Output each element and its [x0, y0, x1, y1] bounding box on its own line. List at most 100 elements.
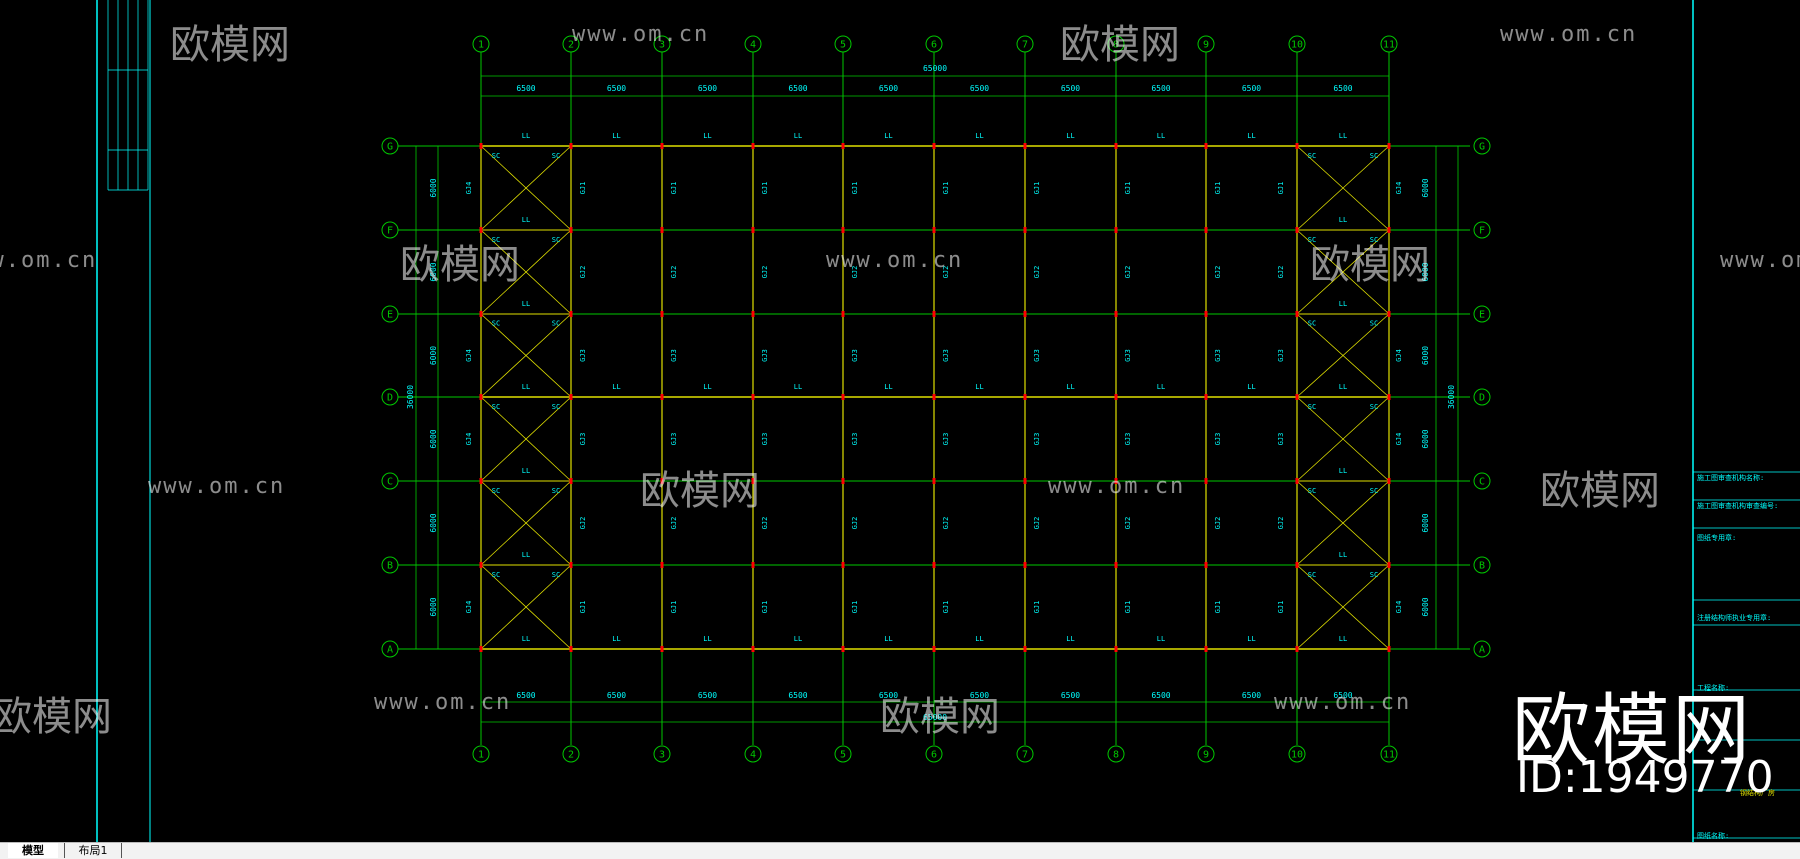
beam-label: LL	[522, 132, 530, 140]
bracing-diagonal	[1296, 229, 1390, 315]
rafter-label: GJ1	[1033, 601, 1041, 614]
steel-column-mark	[1204, 394, 1208, 400]
rafter-label: GJ2	[1033, 517, 1041, 530]
bracing-diagonal	[1296, 313, 1390, 398]
steel-column-mark	[751, 143, 755, 149]
steel-column-mark	[841, 562, 845, 568]
beam-label: LL	[1339, 635, 1347, 643]
end-column-label: GJ4	[1395, 349, 1403, 362]
rafter-label: GJ1	[761, 601, 769, 614]
beam-label: LL	[522, 216, 530, 224]
dimension-text: 6500	[1151, 691, 1170, 700]
beam-label: LL	[522, 383, 530, 391]
beam-label: LL	[1339, 300, 1347, 308]
beam-label: LL	[975, 132, 983, 140]
steel-column-mark	[660, 562, 664, 568]
beam-label: LL	[1339, 467, 1347, 475]
grid-bubble-column	[925, 35, 943, 53]
dimension-text: 6500	[607, 691, 626, 700]
dimension-text: 6000	[429, 346, 438, 365]
rafter-label: GJ2	[942, 517, 950, 530]
grid-bubble-label: 8	[1113, 750, 1119, 761]
grid-bubble-label: B	[387, 561, 393, 572]
grid-bubble-label: A	[1479, 645, 1485, 656]
steel-column-mark	[1387, 227, 1391, 233]
rafter-label: GJ1	[1124, 601, 1132, 614]
beam-label: LL	[522, 467, 530, 475]
rafter-label: GJ1	[1277, 182, 1285, 195]
steel-column-mark	[479, 311, 483, 317]
dimension-text: 6000	[1421, 178, 1430, 197]
bracing-label: SC	[552, 236, 560, 244]
title-block-note: 图纸名称:	[1697, 831, 1729, 840]
grid-bubble-label: 2	[568, 40, 574, 51]
tab-model[interactable]: 模型	[8, 843, 58, 858]
bracing-label: SC	[1370, 487, 1378, 495]
end-column-label: GJ4	[465, 349, 473, 362]
rafter-label: GJ3	[1214, 349, 1222, 362]
beam-label: LL	[1339, 551, 1347, 559]
rafter-label: GJ2	[761, 266, 769, 279]
rafter-label: GJ1	[1277, 601, 1285, 614]
bracing-diagonal	[480, 313, 572, 398]
tab-layout-1[interactable]: 布局1	[64, 843, 122, 858]
bracing-label: SC	[492, 320, 500, 328]
dimension-text-overall: 65000	[923, 713, 947, 722]
steel-column-mark	[751, 311, 755, 317]
grid-bubble-label: 9	[1203, 40, 1209, 51]
beam-label: LL	[1066, 383, 1074, 391]
rafter-label: GJ2	[761, 517, 769, 530]
watermark-brand-large: 欧模网	[1512, 686, 1753, 776]
rafter-label: GJ2	[1033, 266, 1041, 279]
grid-bubble-label: 6	[931, 40, 937, 51]
watermark-brand: 欧模网	[640, 468, 760, 514]
steel-column-mark	[660, 646, 664, 652]
end-column-label: GJ4	[465, 601, 473, 614]
rafter-label: GJ1	[851, 601, 859, 614]
grid-bubble-label: 10	[1291, 40, 1303, 51]
steel-column-mark	[1114, 143, 1118, 149]
rafter-label: GJ2	[1214, 266, 1222, 279]
grid-bubble-row	[1473, 388, 1491, 406]
grid-bubble-label: G	[1479, 142, 1485, 153]
rafter-label: GJ3	[942, 433, 950, 446]
bracing-label: SC	[1370, 403, 1378, 411]
grid-bubble-column	[1197, 35, 1215, 53]
dimension-text: 6500	[879, 84, 898, 93]
watermark-url: www.om.cn	[1048, 474, 1186, 499]
steel-column-mark	[932, 227, 936, 233]
grid-bubble-row	[1473, 640, 1491, 658]
steel-column-mark	[1114, 646, 1118, 652]
beam-label: LL	[794, 132, 802, 140]
steel-column-mark	[1023, 311, 1027, 317]
steel-column-mark	[751, 227, 755, 233]
bracing-diagonal	[480, 564, 572, 650]
rafter-label: GJ1	[1214, 601, 1222, 614]
dimension-text: 6500	[788, 84, 807, 93]
beam-label: LL	[975, 383, 983, 391]
grid-bubble-label: G	[387, 142, 393, 153]
beam-label: LL	[794, 635, 802, 643]
dimension-text: 6000	[1421, 262, 1430, 281]
steel-column-mark	[1114, 562, 1118, 568]
grid-bubble-column	[1288, 35, 1306, 53]
bracing-label: SC	[552, 320, 560, 328]
grid-bubble-label: E	[387, 310, 393, 321]
steel-column-mark	[569, 478, 573, 484]
steel-column-mark	[1204, 646, 1208, 652]
beam-label: LL	[522, 551, 530, 559]
steel-column-mark	[479, 143, 483, 149]
grid-bubble-column	[1197, 745, 1215, 763]
steel-column-mark	[569, 562, 573, 568]
rafter-label: GJ2	[1124, 266, 1132, 279]
end-column-label: GJ4	[465, 433, 473, 446]
steel-column-mark	[1114, 478, 1118, 484]
dimension-text: 6000	[1421, 429, 1430, 448]
dimension-text-overall: 36000	[1447, 385, 1456, 409]
grid-bubble-label: 3	[659, 40, 665, 51]
steel-column-mark	[1114, 227, 1118, 233]
beam-label: LL	[612, 132, 620, 140]
grid-bubble-label: 9	[1203, 750, 1209, 761]
rafter-label: GJ3	[851, 349, 859, 362]
beam-label: LL	[522, 635, 530, 643]
